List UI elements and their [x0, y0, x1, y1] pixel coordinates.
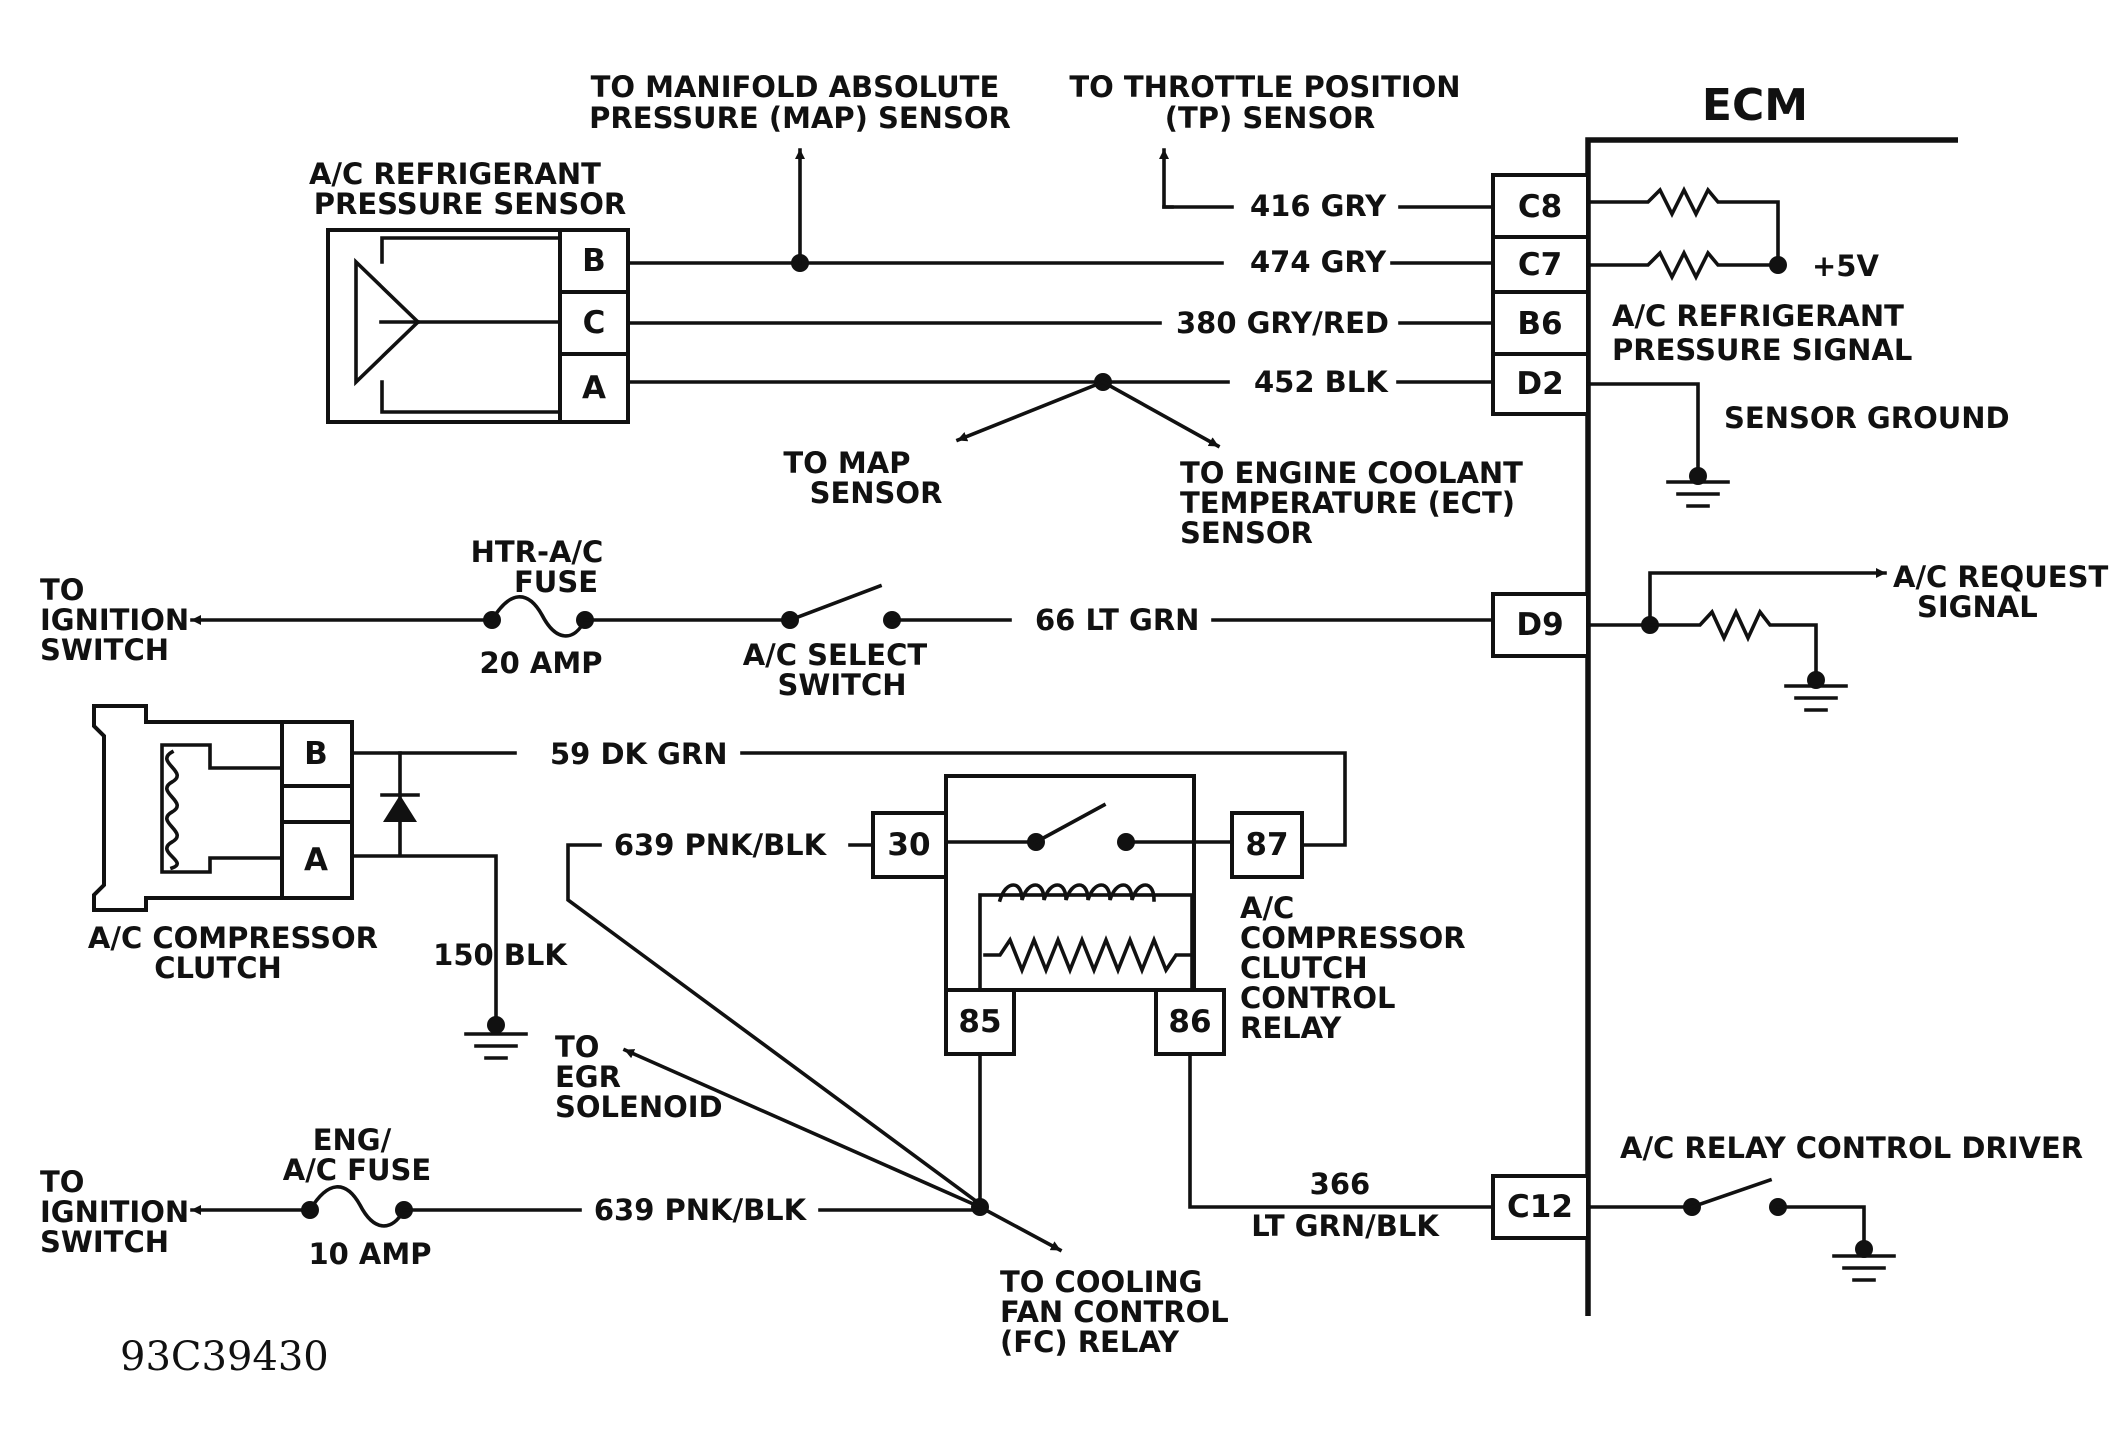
wire-639-bottom: 639 PNK/BLK: [402, 1193, 982, 1227]
svg-text:C8: C8: [1518, 189, 1562, 225]
cooling-fan-label: TO COOLING FAN CONTROL (FC) RELAY: [1000, 1265, 1239, 1359]
htr-ac-fuse: HTR-A/C FUSE 20 AMP: [471, 535, 614, 680]
ecm-pullup-resistors: +5V: [1586, 185, 1879, 283]
ignition-switch-top: TO IGNITION SWITCH: [40, 573, 494, 667]
relay-pin-30: 30: [887, 827, 930, 863]
ecm-pin-d2: D2: [1491, 352, 1590, 416]
sensor-pin-b: B: [582, 243, 606, 279]
svg-text:D2: D2: [1516, 366, 1563, 402]
relay-pin-86: 86: [1168, 1004, 1211, 1040]
map-sensor-top-label: TO MANIFOLD ABSOLUTE PRESSURE (MAP) SENS…: [589, 70, 1011, 135]
ect-sensor-label: TO ENGINE COOLANT TEMPERATURE (ECT) SENS…: [1180, 456, 1533, 550]
ac-select-switch: A/C SELECT SWITCH 66 LT GRN: [583, 583, 1495, 702]
wire-474-gry: 474 GRY: [626, 148, 1495, 279]
relay-pin-85: 85: [958, 1004, 1001, 1040]
wire-366: 366 LT GRN/BLK: [1188, 1052, 1495, 1243]
figure-code: 93C39430: [120, 1334, 329, 1380]
clutch-pin-b: B: [304, 736, 328, 772]
svg-text:639 PNK/BLK: 639 PNK/BLK: [594, 1193, 808, 1227]
ignition-bottom-label: TO IGNITION SWITCH: [40, 1165, 199, 1259]
select-switch-label: A/C SELECT SWITCH: [743, 638, 938, 702]
wire-59-dk-grn: 59 DK GRN: [398, 737, 1347, 847]
ecm-boundary: [1585, 137, 1958, 1316]
sensor-pin-c: C: [583, 305, 606, 341]
ecm-title: ECM: [1702, 80, 1808, 131]
wire-452-blk: 452 BLK: [626, 365, 1495, 449]
svg-text:59 DK GRN: 59 DK GRN: [550, 737, 728, 771]
ecm-pin-b6: B6: [1491, 290, 1590, 356]
ecm-module: ECM: [1585, 80, 1958, 1316]
svg-text:366 LT GRN/BLK: 366 LT GRN/BLK: [1251, 1167, 1440, 1243]
htr-fuse-name: HTR-A/C FUSE: [471, 535, 614, 599]
svg-text:C12: C12: [1507, 1189, 1573, 1225]
map-sensor-bottom-label: TO MAP SENSOR: [783, 446, 942, 510]
svg-text:C7: C7: [1518, 247, 1562, 283]
egr-label: TO EGR SOLENOID: [555, 1030, 723, 1124]
svg-text:D9: D9: [1516, 607, 1563, 643]
ignition-switch-bottom: TO IGNITION SWITCH: [40, 1165, 312, 1259]
splice-639: TO EGR SOLENOID TO COOLING FAN CONTROL (…: [555, 1030, 1239, 1359]
wire-380-gry-red: 380 GRY/RED: [626, 306, 1495, 340]
tp-sensor-label: TO THROTTLE POSITION (TP) SENSOR: [1069, 70, 1470, 135]
eng-fuse-name: ENG/ A/C FUSE: [283, 1123, 431, 1187]
refrigerant-pressure-sensor: A/C REFRIGERANT PRESSURE SENSOR B C A: [309, 157, 630, 424]
relay-driver-label: A/C RELAY CONTROL DRIVER: [1620, 1131, 2083, 1165]
svg-text:380 GRY/RED: 380 GRY/RED: [1176, 306, 1389, 340]
relay-label: A/C COMPRESSOR CLUTCH CONTROL RELAY: [1240, 891, 1476, 1045]
ecm-pin-c12: C12: [1491, 1174, 1590, 1240]
svg-text:639 PNK/BLK: 639 PNK/BLK: [614, 828, 828, 862]
request-signal-circuit: A/C REQUEST SIGNAL: [1586, 560, 2118, 712]
svg-text:452 BLK: 452 BLK: [1254, 365, 1389, 399]
pressure-sensor-label: A/C REFRIGERANT PRESSURE SENSOR: [309, 157, 626, 221]
ecm-pin-d9: D9: [1491, 592, 1590, 658]
relay-control-driver: A/C RELAY CONTROL DRIVER: [1586, 1131, 2083, 1282]
clutch-diode: 150 BLK: [350, 751, 568, 1060]
plus-5v-label: +5V: [1812, 249, 1879, 283]
compressor-clutch: B A A/C COMPRESSOR CLUTCH: [88, 704, 388, 985]
eng-ac-fuse: ENG/ A/C FUSE 10 AMP: [283, 1123, 432, 1271]
sensor-ground-label: SENSOR GROUND: [1724, 401, 2010, 435]
clutch-pin-a: A: [304, 842, 328, 878]
eng-fuse-rating: 10 AMP: [308, 1237, 431, 1271]
sensor-pin-a: A: [582, 370, 606, 406]
svg-text:474 GRY: 474 GRY: [1250, 245, 1387, 279]
ecm-pin-c7: C7: [1491, 235, 1590, 294]
ecm-pin-c8: C8: [1491, 173, 1590, 239]
compressor-clutch-label: A/C COMPRESSOR CLUTCH: [88, 921, 388, 985]
pressure-signal-label: A/C REFRIGERANT PRESSURE SIGNAL: [1612, 299, 1914, 367]
sensor-ground: SENSOR GROUND: [1586, 382, 2010, 508]
wire-66-lt-grn: 66 LT GRN: [1035, 603, 1199, 637]
htr-fuse-rating: 20 AMP: [479, 646, 602, 680]
wire-150-blk: 150 BLK: [433, 938, 568, 972]
relay-pin-87: 87: [1245, 827, 1288, 863]
ignition-top-label: TO IGNITION SWITCH: [40, 573, 199, 667]
compressor-clutch-relay: 30 87 85 86 A/C COMPRESSOR CLUTCH CONTRO…: [871, 774, 1476, 1056]
wire-416-gry: 416 GRY: [1159, 148, 1495, 223]
wire-639-top: 639 PNK/BLK: [566, 828, 987, 1210]
request-signal-label: A/C REQUEST SIGNAL: [1893, 560, 2118, 624]
svg-text:B6: B6: [1517, 306, 1562, 342]
svg-text:416 GRY: 416 GRY: [1250, 189, 1387, 223]
